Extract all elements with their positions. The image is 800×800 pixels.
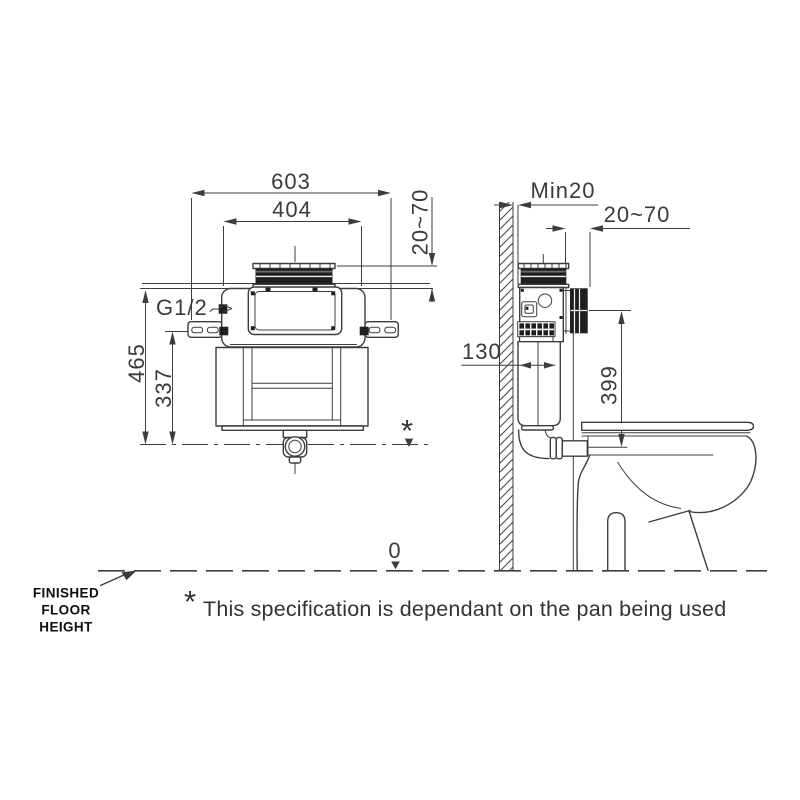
dim-side-20-70-label: 20~70 [604,202,671,227]
finished-floor-label-line3: HEIGHT [39,620,93,635]
dimension-603: 603 [191,169,392,320]
access-cover [247,286,343,336]
toilet-pan [576,421,757,571]
pan-dependency-marker-front: * [401,413,414,448]
finished-floor-callout: FINISHED FLOOR HEIGHT [33,570,137,635]
dimension-465: 465 [124,290,149,445]
inlet-thread-callout: G1/2 [156,295,233,320]
dim-404-label: 404 [272,197,312,222]
dimension-min20: Min20 [494,178,598,284]
cistern-tank-side [517,341,561,431]
dimension-404: 404 [223,197,362,286]
flush-plate-side [570,288,588,334]
water-inlet-fitting [218,304,228,314]
side-view: Min20 20~70 [461,178,757,571]
zero-datum-marker: 0 [388,538,401,570]
floor-area: FINISHED FLOOR HEIGHT 0 [33,538,767,635]
footnote-marker: * [184,584,196,619]
wall-section [499,202,514,571]
bracket-pad-right [359,326,369,336]
dimension-130: 130 [461,339,555,369]
footnote-text: This specification is dependant on the p… [203,597,726,621]
mounting-bracket-right [364,321,399,339]
dim-front-20-70-label: 20~70 [408,189,433,256]
finished-floor-label-line2: FLOOR [41,603,90,618]
dim-min20-label: Min20 [531,178,596,203]
dim-337-label: 337 [151,368,176,408]
access-collar-side [517,254,570,289]
flush-valve-outlet [282,429,308,464]
cistern-tank-front [215,346,369,432]
finished-floor-label-line1: FINISHED [33,586,99,601]
dim-399-label: 399 [597,365,622,405]
front-view: 603 404 20~70 465 337 [124,169,437,474]
dimension-337: 337 [151,331,215,445]
dim-130-label: 130 [462,339,502,364]
zero-label: 0 [388,538,401,563]
dim-465-label: 465 [124,343,149,383]
dimension-front-20-70: 20~70 [337,189,437,302]
inlet-thread-label: G1/2 [156,295,208,320]
bracket-pad-left [219,326,229,336]
dimension-side-20-70: 20~70 [546,202,690,287]
flush-mechanism-side [517,286,570,343]
mounting-bracket-left [187,321,223,339]
footnote: * This specification is dependant on the… [184,584,726,621]
dim-603-label: 603 [271,169,311,194]
access-collar [252,262,336,289]
flush-pipe [517,429,588,460]
